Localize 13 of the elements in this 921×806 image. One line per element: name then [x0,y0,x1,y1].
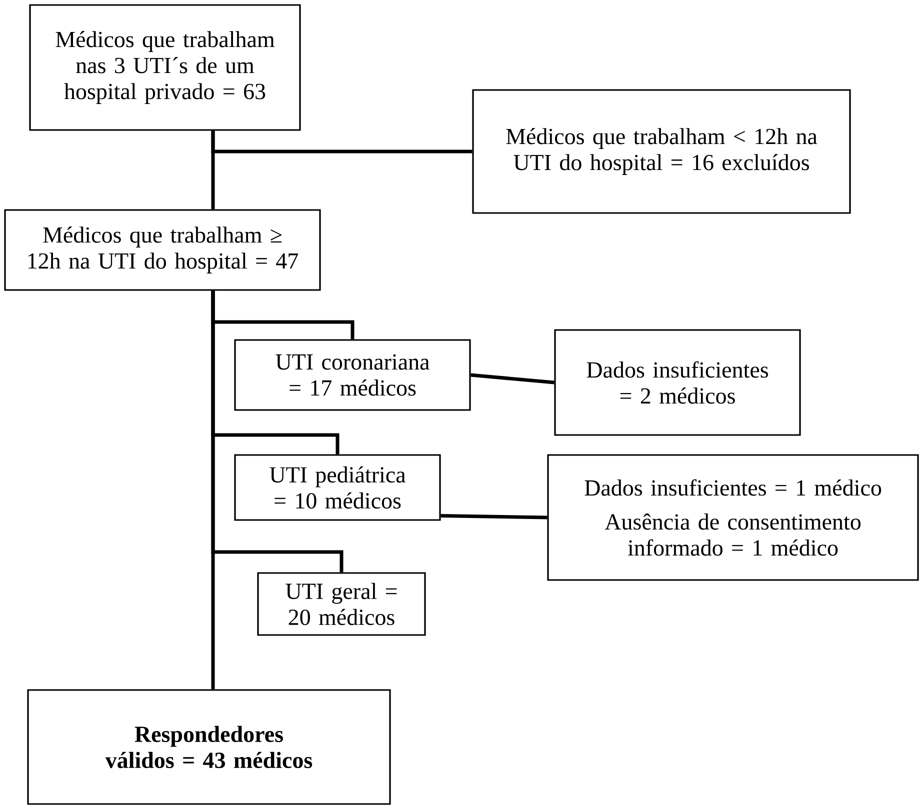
connector-line [470,373,554,384]
connector-line [211,130,472,154]
connector-line [440,514,548,520]
connector-line [211,290,215,690]
flow-box: Médicos que trabalham nas 3 UTI´s de um hospital privado = 63 [29,4,301,131]
flow-box: Médicos que trabalham ≥ 12h na UTI do hospital = 47 [4,209,321,291]
flow-box: Respondedores válidos = 43 médicos [27,689,391,805]
flow-box: Dados insuficientes = 1 médico Ausência de consentimento informado = 1 médico [547,454,919,581]
flow-box: Dados insuficientes = 2 médicos [554,329,801,436]
flow-box: UTI coronariana = 17 médicos [234,339,471,411]
flow-box: UTI pediátrica = 10 médicos [234,454,441,521]
flow-box: Médicos que trabalham < 12h na UTI do hospital = 16 excluídos [472,89,851,214]
flow-box: UTI geral = 20 médicos [257,572,426,636]
